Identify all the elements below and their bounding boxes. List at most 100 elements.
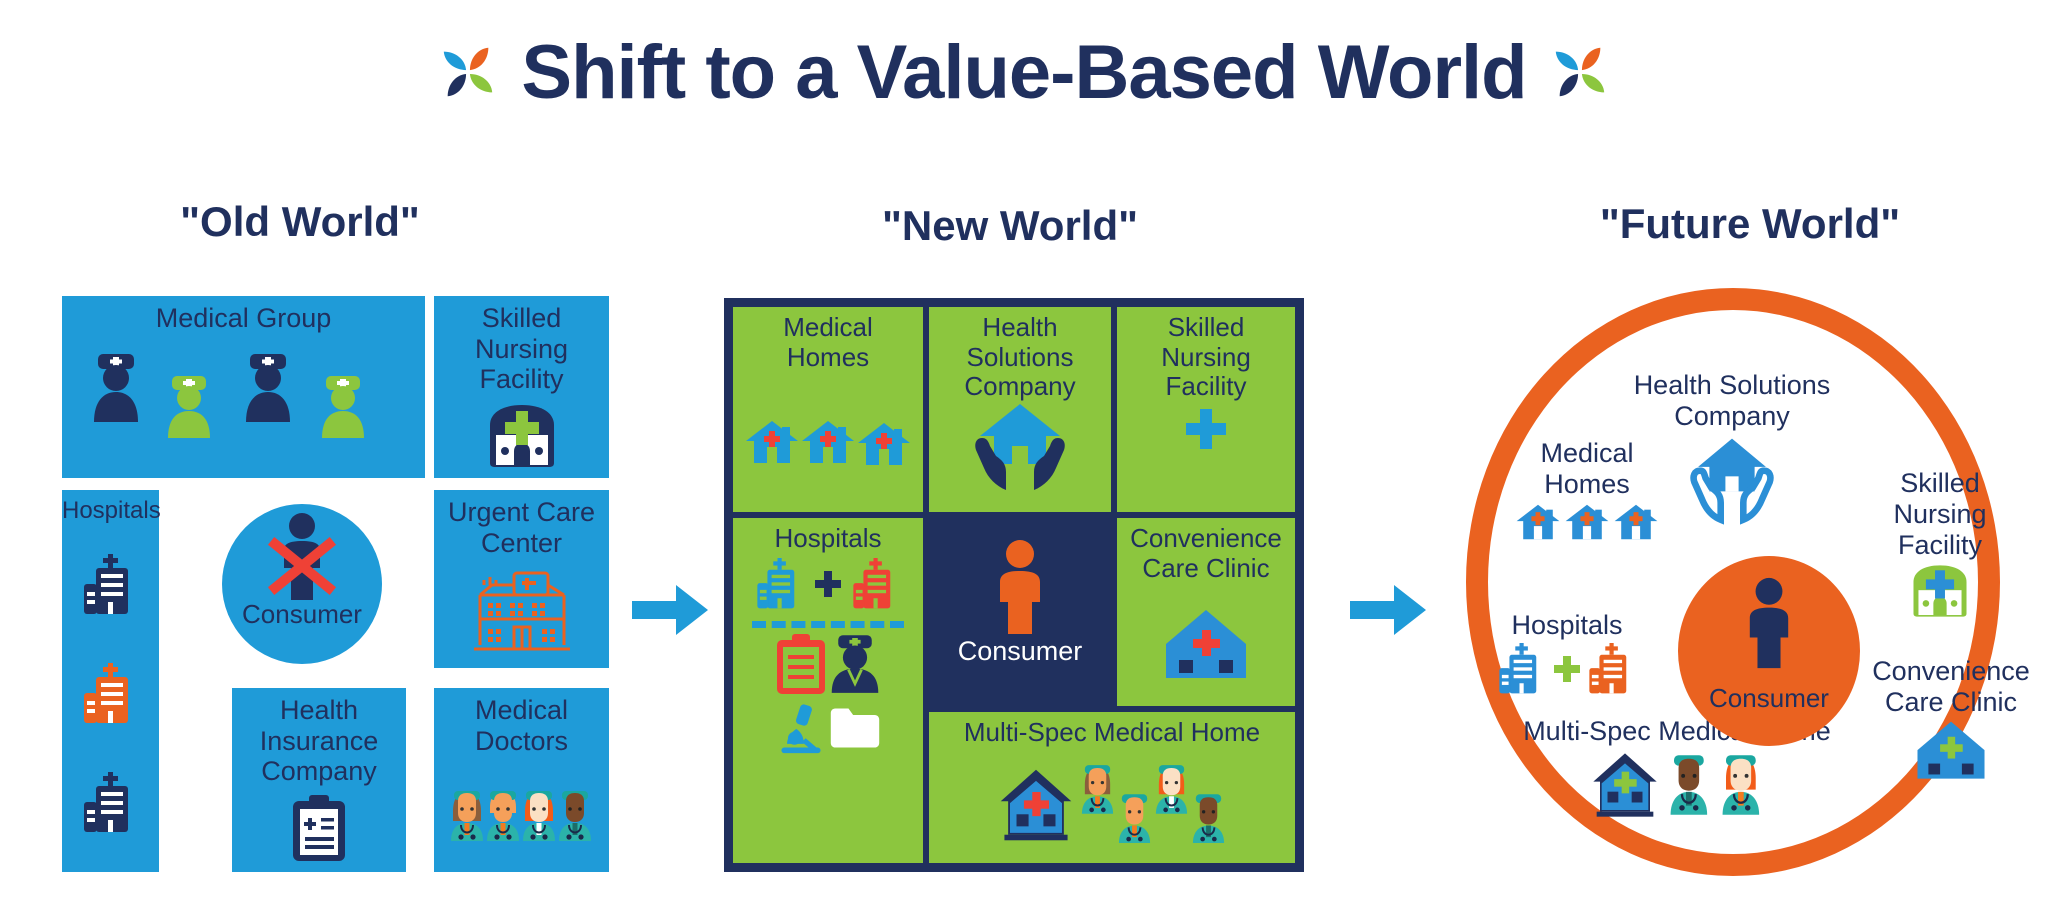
cell-health-solutions-company[interactable]: Health Solutions Company — [929, 307, 1111, 512]
future-item-medical-homes[interactable]: Medical Homes — [1487, 438, 1687, 542]
clinic-building-icon-green — [1913, 565, 1967, 617]
arrow-right-icon-old-to-new — [632, 585, 708, 635]
dashed-divider — [752, 620, 904, 628]
plus-icon-navy — [815, 570, 841, 597]
cell-consumer-new-world[interactable]: Consumer — [929, 518, 1111, 706]
hospital-icon-orange — [853, 557, 891, 608]
hands-holding-house-icon-outline — [1690, 438, 1774, 525]
tile-health-insurance-company[interactable]: Health Insurance Company — [232, 688, 406, 872]
future-item-health-solutions-company[interactable]: Health Solutions Company — [1597, 370, 1867, 530]
doctor-icon-navy — [831, 634, 879, 693]
item-label: Skilled Nursing Facility — [1893, 468, 1987, 560]
cell-icon-group — [929, 748, 1295, 863]
cell-label: Multi-Spec Medical Home — [963, 717, 1261, 747]
item-icon-group — [1597, 434, 1867, 530]
hospital-icon-navy-2 — [83, 772, 128, 833]
cell-label: Skilled Nursing Facility — [1161, 312, 1251, 402]
cell-label: Medical Homes — [783, 312, 873, 372]
hospital-icon-navy — [83, 553, 128, 614]
multi-spec-doctor-avatars — [1081, 765, 1225, 844]
hospital-pair-row — [753, 554, 903, 610]
leaf-pinwheel-logo-left — [444, 47, 493, 97]
arrow-right-icon-new-to-future — [1350, 585, 1426, 635]
house-with-cross-icon-2 — [1565, 504, 1609, 539]
clinic-building-icon — [489, 405, 554, 468]
cell-icon-group — [733, 372, 923, 512]
person-icon-orange — [1000, 540, 1040, 634]
cell-medical-homes[interactable]: Medical Homes — [733, 307, 923, 512]
future-item-skilled-nursing-facility[interactable]: Skilled Nursing Facility — [1850, 468, 2030, 620]
tile-skilled-nursing-facility[interactable]: Skilled Nursing Facility — [434, 296, 609, 478]
house-with-cross-icon-1 — [746, 421, 798, 464]
clinic-house-icon — [1166, 609, 1246, 678]
section-heading-new-world: "New World" — [881, 202, 1139, 249]
leaf-pinwheel-logo-right — [1555, 47, 1604, 97]
tile-consumer-old-world[interactable]: Consumer — [222, 504, 382, 664]
clinic-house-icon-green-cross — [1917, 721, 1985, 779]
medical-home-icon — [1000, 770, 1072, 841]
tile-medical-group[interactable]: Medical Group — [62, 296, 425, 478]
item-label: Hospitals — [1511, 610, 1623, 640]
future-item-hospitals[interactable]: Hospitals — [1462, 610, 1672, 695]
future-world-diagram: Health Solutions Company Medical Homes — [1432, 288, 2032, 880]
person-icon-navy — [1749, 577, 1789, 669]
tile-icon-group — [434, 558, 609, 668]
cell-label: Convenience Care Clinic — [1130, 523, 1282, 583]
tile-label: Skilled Nursing Facility — [474, 303, 569, 394]
new-world-grid: Medical Homes — [724, 298, 1304, 872]
microscope-icon-blue — [781, 704, 821, 753]
house-with-cross-icon-3 — [1614, 504, 1658, 539]
consumer-label: Consumer — [1709, 683, 1829, 713]
house-with-cross-icon-2 — [802, 421, 854, 464]
tile-label: Consumer — [242, 599, 362, 629]
tile-icon-group — [222, 504, 382, 600]
title-row: Shift to a Value-Based World — [0, 22, 2048, 122]
section-heading-future-world: "Future World" — [1599, 200, 1901, 247]
folder-icon-white — [830, 708, 880, 748]
hospital-icon-orange — [83, 663, 128, 724]
tile-urgent-care-center[interactable]: Urgent Care Center — [434, 490, 609, 668]
doctor-icons — [93, 353, 364, 438]
cell-label: Hospitals — [774, 523, 882, 553]
item-icon-group — [1462, 642, 1672, 695]
hospital-icon-blue — [1499, 642, 1537, 694]
tile-hospitals[interactable]: Hospitals — [62, 490, 161, 872]
cell-convenience-care-clinic[interactable]: Convenience Care Clinic — [1117, 518, 1295, 706]
medical-home-icon — [1593, 753, 1657, 817]
tile-icon-group — [62, 334, 425, 479]
plus-icon-blue — [1186, 408, 1226, 449]
clipboard-icon-orange — [777, 633, 825, 694]
tile-icon-group — [62, 524, 159, 872]
cell-icon-group — [733, 554, 923, 863]
item-icon-group — [1487, 502, 1687, 542]
clipboard-icon — [293, 795, 345, 862]
item-icon-group — [1862, 720, 2040, 782]
future-consumer-circle[interactable]: Consumer — [1678, 556, 1860, 746]
cell-label: Consumer — [957, 636, 1083, 666]
cell-skilled-nursing-facility[interactable]: Skilled Nursing Facility — [1117, 307, 1295, 512]
hospital-icon-orange — [1589, 642, 1627, 694]
cell-icon-group — [1117, 583, 1295, 706]
tile-label: Hospitals — [62, 497, 161, 524]
cell-hospitals[interactable]: Hospitals — [733, 518, 923, 863]
tile-medical-doctors[interactable]: Medical Doctors — [434, 688, 609, 872]
plus-icon-green — [1554, 655, 1580, 682]
tile-label: Medical Group — [155, 303, 332, 333]
doctor-avatar-group-icon — [450, 791, 591, 841]
cell-label: Health Solutions Company — [964, 312, 1076, 402]
cell-icon-group — [1117, 402, 1295, 512]
item-label: Medical Homes — [1540, 438, 1634, 499]
consumer-icon-wrap — [1741, 556, 1797, 677]
item-label: Health Solutions Company — [1633, 370, 1831, 431]
cell-multi-spec-medical-home[interactable]: Multi-Spec Medical Home — [929, 712, 1295, 863]
tile-label: Urgent Care Center — [447, 497, 596, 558]
tile-icon-group — [434, 395, 609, 479]
hospital-support-icon-grid — [760, 633, 896, 756]
house-with-cross-icon-3 — [858, 423, 910, 466]
item-label: Convenience Care Clinic — [1872, 656, 2030, 717]
tile-icon-group — [434, 756, 609, 872]
page-title: Shift to a Value-Based World — [521, 29, 1527, 115]
hands-holding-house-icon — [975, 403, 1065, 490]
tile-label: Medical Doctors — [474, 695, 569, 756]
future-item-convenience-care-clinic[interactable]: Convenience Care Clinic — [1862, 656, 2040, 782]
